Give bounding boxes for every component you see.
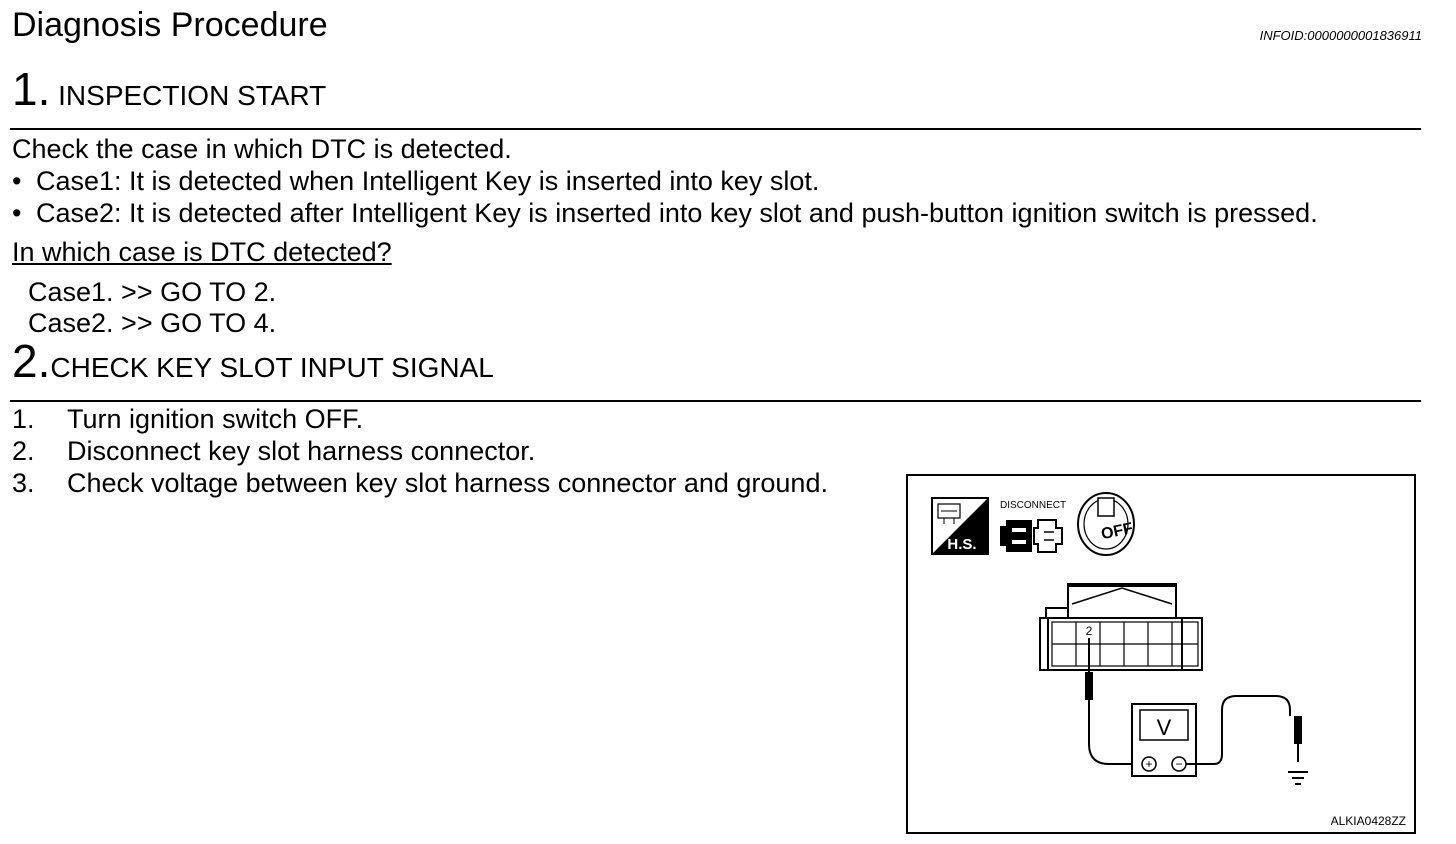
info-id: INFOID:0000000001836911: [1259, 28, 1422, 43]
wiring-diagram: H.S. DISCONNECT OFF: [931, 492, 1308, 785]
harness-side-icon: H.S.: [931, 497, 989, 555]
step-2-item-2-number: 2.: [12, 436, 35, 466]
step-2-item-3-text: Check voltage between key slot harness c…: [67, 468, 828, 498]
step-2-item-2-text: Disconnect key slot harness connector.: [67, 436, 536, 466]
page-title: Diagnosis Procedure: [12, 6, 328, 44]
terminal-label: 2: [1086, 624, 1093, 638]
step-1-question: In which case is DTC detected?: [12, 237, 392, 267]
step-2-item-1-text: Turn ignition switch OFF.: [67, 404, 364, 434]
step-1-title: INSPECTION START: [58, 80, 327, 111]
minus-symbol: −: [1175, 757, 1182, 771]
step-2-title: CHECK KEY SLOT INPUT SIGNAL: [50, 352, 494, 383]
ignition-off-icon: OFF: [1077, 492, 1135, 556]
wiring-diagram-figure: H.S. DISCONNECT OFF: [906, 474, 1416, 834]
step-1-bullet-2: • Case2: It is detected after Intelligent…: [12, 197, 1318, 229]
step-1-heading: 1. INSPECTION START: [12, 62, 326, 116]
bullet-text: Case1: It is detected when Intelligent K…: [36, 166, 820, 196]
step-1-rule: [10, 128, 1421, 130]
positive-probe: [1085, 638, 1139, 765]
negative-probe: [1186, 695, 1302, 765]
step-1-bullet-1: • Case1: It is detected when Intelligent …: [12, 165, 819, 197]
off-label: OFF: [1100, 520, 1135, 543]
disconnect-label: DISCONNECT: [1000, 500, 1066, 511]
voltmeter-label: V: [1157, 715, 1172, 740]
answer-case-2[interactable]: Case2. >> GO TO 4.: [28, 308, 277, 338]
voltmeter: V + −: [1131, 703, 1197, 777]
step-2-rule: [10, 400, 1421, 402]
bullet-marker: •: [12, 166, 22, 196]
hs-label: H.S.: [947, 536, 976, 553]
bullet-text: Case2: It is detected after Intelligent …: [36, 198, 1318, 228]
answer-case-1[interactable]: Case1. >> GO TO 2.: [28, 277, 277, 307]
bullet-marker: •: [12, 198, 22, 228]
harness-connector: 2: [1039, 583, 1203, 671]
figure-code: ALKIA0428ZZ: [1330, 814, 1406, 828]
disconnect-icon: DISCONNECT: [1000, 500, 1066, 553]
step-2-item-3-number: 3.: [12, 468, 35, 498]
step-2-number: 2.: [12, 335, 51, 387]
plus-symbol: +: [1145, 757, 1152, 771]
positive-terminal-icon: [1141, 756, 1157, 772]
step-1-intro: Check the case in which DTC is detected.: [12, 134, 512, 164]
step-2-item-1-number: 1.: [12, 404, 35, 434]
ground-icon: [1288, 771, 1308, 785]
step-2-heading: 2.CHECK KEY SLOT INPUT SIGNAL: [12, 334, 494, 388]
step-1-number: 1.: [12, 63, 51, 115]
